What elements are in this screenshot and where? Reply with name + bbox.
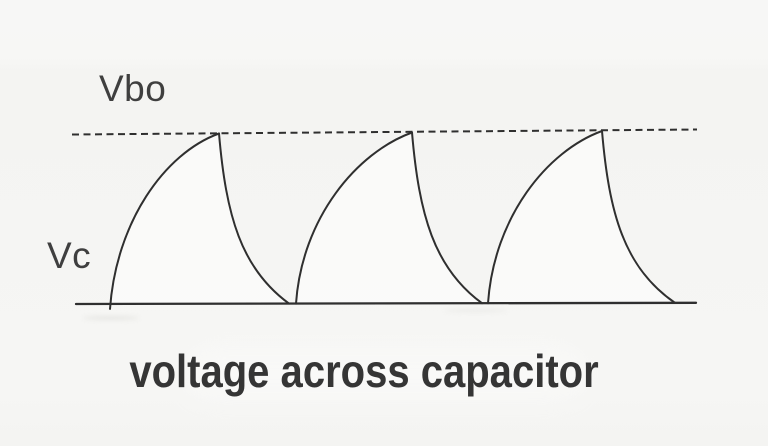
cycle-2-fill <box>296 132 482 304</box>
charge-curve-2 <box>295 131 413 305</box>
photo-artifact-smudge <box>83 316 139 320</box>
photo-artifact-smudge <box>445 309 507 312</box>
discharge-curve-3 <box>601 130 676 304</box>
threshold-dashed-line <box>71 128 698 136</box>
caption: voltage across capacitor <box>129 345 599 397</box>
cycle-1-fill <box>110 133 289 304</box>
cycle-3-fill <box>488 131 675 304</box>
vc-signal-label: Vc <box>47 235 92 276</box>
charge-curve-1 <box>109 132 220 310</box>
vbo-threshold-label: Vbo <box>99 68 167 109</box>
discharge-curve-1 <box>218 132 290 305</box>
charge-curve-3 <box>487 130 603 305</box>
discharge-curve-2 <box>411 131 483 305</box>
photo-exposure-halo <box>185 348 585 400</box>
baseline-axis <box>74 301 698 306</box>
